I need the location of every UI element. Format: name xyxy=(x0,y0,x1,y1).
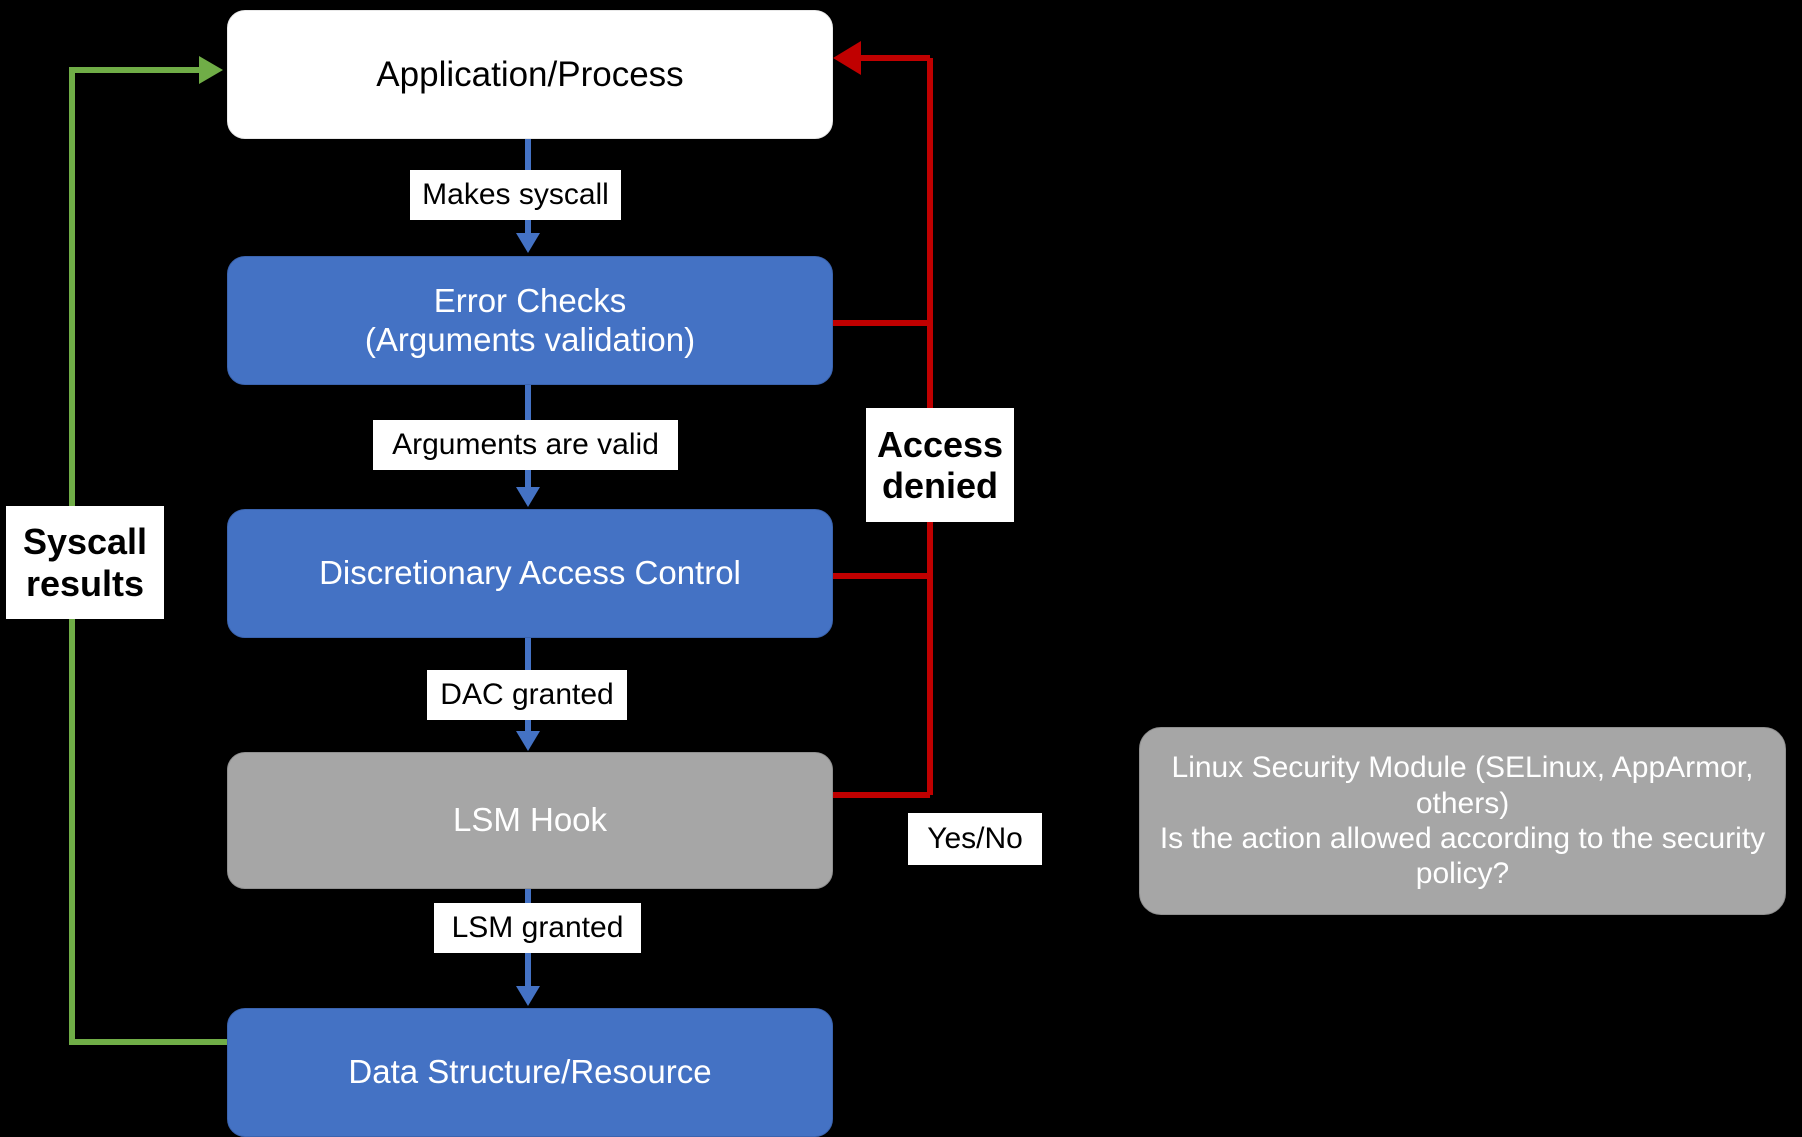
red-deny-top-horizontal-line xyxy=(858,55,930,61)
node-lsm-hook-label: LSM Hook xyxy=(452,801,608,839)
green-return-bottom-horizontal-line xyxy=(69,1039,234,1045)
node-application-process[interactable]: Application/Process xyxy=(227,10,833,139)
edge-label-lsm-granted-text: LSM granted xyxy=(451,910,624,944)
node-data-structure-resource[interactable]: Data Structure/Resource xyxy=(227,1008,833,1137)
edge-label-dac-granted-text: DAC granted xyxy=(440,677,614,711)
red-deny-branch-error-checks xyxy=(833,320,930,326)
edge-label-access-denied: Access denied xyxy=(866,408,1014,522)
blue-arrowhead-lsm-hook-icon xyxy=(516,731,540,751)
node-data-structure-resource-label: Data Structure/Resource xyxy=(348,1053,712,1091)
node-discretionary-access-control[interactable]: Discretionary Access Control xyxy=(227,509,833,638)
edge-label-makes-syscall-text: Makes syscall xyxy=(422,177,609,211)
green-return-arrowhead-icon xyxy=(199,56,223,84)
edge-label-syscall-results-text: Syscall results xyxy=(22,521,148,604)
edge-label-makes-syscall: Makes syscall xyxy=(410,170,621,220)
edge-label-arguments-are-valid-text: Arguments are valid xyxy=(392,427,659,461)
blue-arrowhead-data-structure-icon xyxy=(516,986,540,1006)
node-error-checks[interactable]: Error Checks (Arguments validation) xyxy=(227,256,833,385)
edge-label-arguments-are-valid: Arguments are valid xyxy=(373,420,678,470)
green-return-top-horizontal-line xyxy=(69,67,201,73)
edge-label-access-denied-text: Access denied xyxy=(876,423,1004,506)
edge-label-yes-no: Yes/No xyxy=(908,813,1042,865)
red-deny-branch-dac xyxy=(833,573,930,579)
blue-arrowhead-dac-icon xyxy=(516,487,540,507)
edge-label-syscall-results: Syscall results xyxy=(6,506,164,619)
node-lsm-hook[interactable]: LSM Hook xyxy=(227,752,833,889)
node-lsm-description[interactable]: Linux Security Module (SELinux, AppArmor… xyxy=(1139,727,1786,915)
node-discretionary-access-control-label: Discretionary Access Control xyxy=(319,554,741,592)
red-deny-arrowhead-icon xyxy=(833,41,861,75)
node-application-process-label: Application/Process xyxy=(376,54,684,94)
edge-label-lsm-granted: LSM granted xyxy=(434,903,641,953)
red-deny-branch-lsm-hook xyxy=(833,792,930,798)
node-error-checks-label: Error Checks (Arguments validation) xyxy=(364,281,696,358)
edge-label-dac-granted: DAC granted xyxy=(427,670,627,720)
blue-arrowhead-error-checks-icon xyxy=(516,233,540,253)
edge-label-yes-no-text: Yes/No xyxy=(927,821,1023,855)
node-lsm-description-label: Linux Security Module (SELinux, AppArmor… xyxy=(1159,751,1766,891)
